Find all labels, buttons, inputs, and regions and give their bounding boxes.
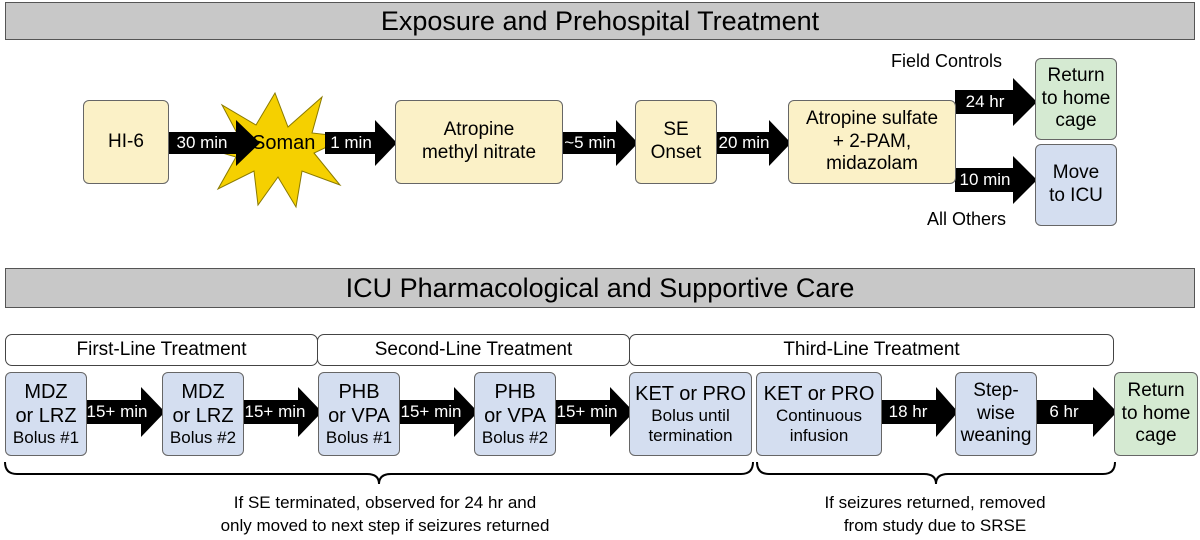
phb-bolus-1-box: PHB or VPA Bolus #1	[318, 372, 400, 456]
arrow-24hr-icon	[955, 78, 1037, 126]
hi6-box: HI-6	[83, 100, 169, 184]
phb1-line-1: PHB	[338, 380, 380, 403]
return-home-cage-box-bottom: Return to home cage	[1114, 372, 1198, 456]
atropine-methyl-nitrate-box: Atropine methyl nitrate	[395, 100, 563, 184]
arrow-15min-b-label: 15+ min	[244, 402, 306, 421]
arrow-15min-d-icon	[554, 387, 634, 437]
ket-infusion-line-3: infusion	[789, 426, 849, 445]
brace-left-icon	[4, 461, 754, 485]
mdz2-line-3: Bolus #2	[169, 427, 237, 447]
brace-right-icon	[756, 461, 1116, 485]
mdz1-line-3: Bolus #1	[12, 427, 80, 447]
return-home-top-line-3: cage	[1055, 110, 1097, 132]
ket-bolus-line-3: termination	[648, 426, 733, 445]
phb-bolus-2-box: PHB or VPA Bolus #2	[474, 372, 556, 456]
move-icu-line-2: to ICU	[1049, 185, 1103, 206]
return-home-bottom-line-3: cage	[1135, 425, 1177, 447]
arrow-1min-icon	[325, 120, 397, 166]
note-left-line-2: only moved to next step if seizures retu…	[220, 515, 550, 535]
arrow-15min-d-label: 15+ min	[556, 402, 618, 421]
note-se-terminated: If SE terminated, observed for 24 hr and…	[160, 492, 610, 538]
mdz-bolus-1-box: MDZ or LRZ Bolus #1	[5, 372, 87, 456]
return-home-top-line-1: Return	[1047, 64, 1105, 86]
arrow-10min-label: 10 min	[959, 170, 1011, 189]
note-seizures-returned: If seizures returned, removed from study…	[770, 492, 1100, 538]
atropine-mn-line-1: Atropine	[443, 119, 515, 141]
hi6-label: HI-6	[108, 130, 144, 152]
stepwise-weaning-box: Step- wise weaning	[955, 372, 1037, 456]
return-home-bottom-line-1: Return	[1127, 379, 1185, 401]
arrow-6hr-label: 6 hr	[1049, 402, 1079, 421]
arrow-15min-c-icon	[398, 387, 478, 437]
atropine-sulfate-line-3: midazolam	[826, 153, 918, 175]
all-others-label: All Others	[927, 209, 1007, 229]
arrow-24hr-label: 24 hr	[965, 92, 1005, 111]
arrow-18hr-label: 18 hr	[888, 402, 928, 421]
note-right-line-2: from study due to SRSE	[843, 515, 1027, 535]
field-controls-label: Field Controls	[891, 51, 1003, 71]
weaning-line-1: Step-	[973, 379, 1019, 401]
phb1-line-3: Bolus #1	[325, 427, 393, 447]
arrow-15min-c-label: 15+ min	[400, 402, 462, 421]
return-home-cage-box-top: Return to home cage	[1035, 58, 1117, 140]
second-line-treatment-label: Second-Line Treatment	[317, 334, 630, 366]
arrow-1min-label: 1 min	[330, 133, 372, 152]
mdz1-line-2: or LRZ	[15, 404, 77, 427]
phb2-line-1: PHB	[494, 380, 536, 403]
note-left-line-1: If SE terminated, observed for 24 hr and	[233, 493, 537, 512]
arrow-15min-b-icon	[242, 387, 322, 437]
atropine-sulfate-line-1: Atropine sulfate	[805, 107, 939, 129]
move-icu-line-1: Move	[1052, 162, 1100, 184]
arrow-18hr-icon	[880, 387, 958, 437]
ket-infusion-line-2: Continuous	[775, 405, 862, 425]
mdz-bolus-2-box: MDZ or LRZ Bolus #2	[162, 372, 244, 456]
atropine-sulfate-line-2: + 2-PAM,	[832, 130, 912, 152]
arrow-30min-icon	[168, 120, 260, 166]
ket-infusion-box: KET or PRO Continuous infusion	[756, 372, 882, 456]
ket-bolus-line-1: KET or PRO	[635, 382, 746, 405]
arrow-30min-label: 30 min	[176, 133, 228, 152]
note-right-line-1: If seizures returned, removed	[824, 493, 1046, 512]
soman-label: Soman	[252, 132, 316, 154]
mdz2-line-1: MDZ	[181, 380, 225, 403]
arrow-15min-a-icon	[85, 387, 165, 437]
arrow-10min-icon	[955, 156, 1037, 204]
se-onset-line-2: Onset	[650, 142, 702, 163]
phb1-line-2: or VPA	[328, 404, 390, 427]
se-onset-line-1: SE	[663, 119, 689, 141]
ket-bolus-line-2: Bolus until	[651, 405, 730, 425]
weaning-line-2: wise	[976, 402, 1015, 424]
return-home-bottom-line-2: to home	[1121, 402, 1191, 424]
move-to-icu-box: Move to ICU	[1035, 144, 1117, 226]
phb2-line-2: or VPA	[484, 404, 546, 427]
first-line-treatment-label: First-Line Treatment	[5, 334, 318, 366]
arrow-5min-label: ~5 min	[564, 133, 616, 152]
phb2-line-3: Bolus #2	[481, 427, 549, 447]
se-onset-box: SE Onset	[635, 100, 717, 184]
arrow-20min-icon	[715, 120, 791, 166]
third-line-treatment-label: Third-Line Treatment	[629, 334, 1114, 366]
ket-infusion-line-1: KET or PRO	[763, 382, 875, 405]
weaning-line-3: weaning	[960, 425, 1032, 447]
atropine-sulfate-box: Atropine sulfate + 2-PAM, midazolam	[788, 100, 956, 184]
return-home-top-line-2: to home	[1041, 87, 1111, 109]
atropine-mn-line-2: methyl nitrate	[421, 142, 537, 163]
ket-bolus-box: KET or PRO Bolus until termination	[629, 372, 752, 456]
banner-exposure: Exposure and Prehospital Treatment	[5, 2, 1195, 40]
arrow-5min-icon	[560, 120, 638, 166]
mdz2-line-2: or LRZ	[172, 404, 234, 427]
arrow-15min-a-label: 15+ min	[86, 402, 148, 421]
banner-icu-care: ICU Pharmacological and Supportive Care	[5, 268, 1195, 308]
mdz1-line-1: MDZ	[24, 380, 68, 403]
arrow-6hr-icon	[1035, 387, 1117, 437]
arrow-20min-label: 20 min	[718, 133, 770, 152]
